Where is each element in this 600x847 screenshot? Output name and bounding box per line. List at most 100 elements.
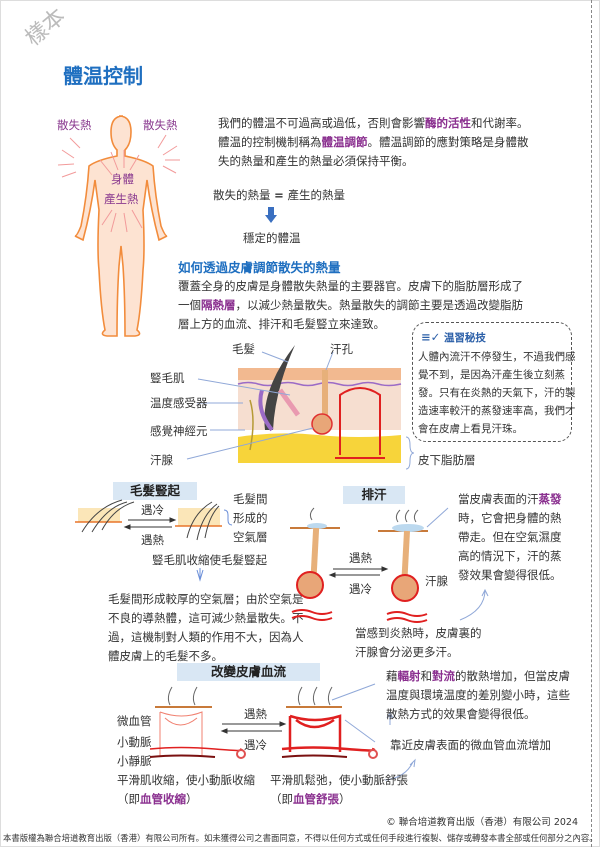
sweat-cold-label: 遇冷 xyxy=(349,582,372,596)
text: 發。只有在炎熱的天氣下，汗的製 xyxy=(418,387,576,399)
text: 温度與環境温度的差別變小時，這些 xyxy=(386,688,570,702)
heat-produced: 產生的熱量 xyxy=(287,188,345,202)
text: 當皮膚表面的汗 xyxy=(458,492,539,506)
text: 不良的導熱體，這可減少熱量散失。不 xyxy=(108,611,304,625)
tip-body: 人體內流汗不停發生，不過我們感 覺不到，是因為汗產生後立刻蒸 發。只有在炎熱的天… xyxy=(418,348,576,438)
text: 發效果會變得很低。 xyxy=(458,568,562,582)
capillary-label: 微血管 xyxy=(117,714,152,728)
label-erector-muscle: 豎毛肌 xyxy=(150,371,185,385)
label-sensory-neuron: 感覺神經元 xyxy=(150,424,208,438)
heat-lost: 散失的熱量 xyxy=(213,188,271,202)
equation: 散失的熱量 = 產生的熱量 xyxy=(213,186,345,205)
text: 平滑肌收縮，使小動脈收縮 xyxy=(117,773,255,787)
hair-erect-explanation: 毛髮間形成較厚的空氣層；由於空氣是 不良的導熱體，這可減少熱量散失。不 過，這機… xyxy=(108,590,304,666)
venule-label: 小靜脈 xyxy=(117,754,152,768)
blood-cold-label: 遇冷 xyxy=(244,738,267,752)
human-body-illustration xyxy=(57,115,180,337)
text: 層上方的血流、排汗和毛髮豎立來達致。 xyxy=(178,317,385,331)
text: 形成的 xyxy=(233,511,268,525)
copyright: © 聯合培道教育出版（香港）有限公司 2024 xyxy=(386,817,578,828)
text: 一個 xyxy=(178,298,201,312)
skin-paragraph: 覆蓋全身的皮膚是身體散失熱量的主要器官。皮膚下的脂肪層形成了 一個隔熱層，以減少… xyxy=(178,277,523,334)
text: 和 xyxy=(420,669,433,683)
tip-title: 温習秘技 xyxy=(443,332,486,344)
sweat-hot-label: 遇熱 xyxy=(349,551,372,565)
label-sweat-gland: 汗腺 xyxy=(150,453,173,467)
hair-cold-label: 遇冷 xyxy=(141,503,164,517)
text: （即 xyxy=(117,792,140,806)
keyword-vasoconstriction: 血管收縮 xyxy=(140,792,186,806)
text: 空氣層 xyxy=(233,530,268,544)
copyright-notice: 本書版權為聯合培道教育出版（香港）有限公司所有。如未獲得公司之書面同意，不得以任… xyxy=(3,833,598,843)
text: ） xyxy=(186,792,198,806)
capillary-flow-increase: 靠近皮膚表面的微血管血流增加 xyxy=(390,738,551,752)
page-edge-dashed-line xyxy=(591,0,592,847)
text: 的散熱增加，但當皮膚 xyxy=(455,669,570,683)
text: 人體內流汗不停發生，不過我們感 xyxy=(418,351,576,363)
hair-erect-caption: 豎毛肌收縮使毛髮豎起 xyxy=(152,553,267,567)
page-title: 體温控制 xyxy=(63,64,143,88)
text: 當感到炎熱時，皮膚裏的 xyxy=(355,626,482,640)
text: （即 xyxy=(270,792,293,806)
section-heading-hair-erect: 毛髮豎起 xyxy=(113,482,197,500)
text: 帶走。但在空氣濕度 xyxy=(458,530,562,544)
text: 我們的體温不可過高或過低，否則會影響 xyxy=(218,116,425,130)
keyword-vasodilation: 血管舒張 xyxy=(293,792,339,806)
intro-paragraph: 我們的體温不可過高或過低，否則會影響酶的活性和代謝率。 體温的控制機制稱為體温調… xyxy=(218,114,529,171)
text: 。體温調節的應對策略是身體散 xyxy=(367,135,529,149)
text: 覺不到，是因為汗產生後立刻蒸 xyxy=(418,369,565,381)
air-layer-label: 毛髮間 形成的 空氣層 xyxy=(233,490,268,547)
body-heat-label-1: 身體 xyxy=(111,172,134,186)
down-arrow-icon xyxy=(265,207,277,223)
section-heading-skin: 如何透過皮膚調節散失的熱量 xyxy=(178,260,341,275)
label-fat-layer: 皮下脂肪層 xyxy=(418,453,476,467)
body-heat-label-2: 產生熱 xyxy=(104,192,139,206)
text: 高的情況下，汗的蒸 xyxy=(458,549,562,563)
keyword-evaporation: 蒸發 xyxy=(538,492,562,506)
text: 毛髮間 xyxy=(233,492,268,506)
text: 過，這機制對人類的作用不大，因為人 xyxy=(108,630,304,644)
text: 時，它會把身體的熱 xyxy=(458,511,562,525)
text: 體温的控制機制稱為 xyxy=(218,135,322,149)
equals-sign: = xyxy=(274,188,284,202)
stable-temperature: 穩定的體温 xyxy=(243,231,301,245)
study-tip-box: ≡✓ 温習秘技 人體內流汗不停發生，不過我們感 覺不到，是因為汗產生後立刻蒸 發… xyxy=(412,322,576,442)
text: ，以減少熱量散失。熱量散失的調節主要是透過改變脂肪 xyxy=(235,298,524,312)
text: 會在皮膚上看見汗珠。 xyxy=(418,423,523,435)
text: 毛髮間形成較厚的空氣層；由於空氣是 xyxy=(108,592,304,606)
text: 藉 xyxy=(386,669,398,683)
heat-loss-label-right: 散失熱 xyxy=(143,118,178,132)
keyword-thermoregulation: 體温調節 xyxy=(321,135,368,149)
text: 失的熱量和產生的熱量必須保持平衡。 xyxy=(218,154,414,168)
keyword-insulation-layer: 隔熱層 xyxy=(201,298,236,312)
checkmark-icon: ≡✓ xyxy=(421,330,441,344)
vasoconstriction-caption: 平滑肌收縮，使小動脈收縮 （即血管收縮） xyxy=(117,771,255,809)
evaporation-explanation: 當皮膚表面的汗蒸發 時，它會把身體的熱 帶走。但在空氣濕度 高的情況下，汗的蒸 … xyxy=(458,490,562,585)
keyword-enzyme-activity: 酶的活性 xyxy=(425,116,471,130)
text: 和代謝率。 xyxy=(471,116,529,130)
text: 散熱方式的效果會變得很低。 xyxy=(386,707,536,721)
heat-loss-label-left: 散失熱 xyxy=(57,118,92,132)
label-pore: 汗孔 xyxy=(330,342,353,356)
radiation-convection-explanation: 藉輻射和對流的散熱增加，但當皮膚 温度與環境温度的差別變小時，這些 散熱方式的效… xyxy=(386,667,570,724)
arteriole-label: 小動脈 xyxy=(117,735,152,749)
keyword-radiation: 輻射 xyxy=(397,669,421,683)
sweat-gland-label: 汗腺 xyxy=(425,574,448,588)
section-heading-sweating: 排汗 xyxy=(343,486,405,504)
blood-hot-label: 遇熱 xyxy=(244,707,267,721)
text: 覆蓋全身的皮膚是身體散失熱量的主要器官。皮膚下的脂肪層形成了 xyxy=(178,279,523,293)
text: 平滑肌鬆弛，使小動脈舒張 xyxy=(270,773,408,787)
text: 汗腺會分泌更多汗。 xyxy=(355,645,459,659)
text: 體皮膚上的毛髮不多。 xyxy=(108,649,223,663)
text: ） xyxy=(339,792,351,806)
label-hair: 毛髮 xyxy=(232,342,255,356)
keyword-convection: 對流 xyxy=(432,669,455,683)
vasodilation-caption: 平滑肌鬆弛，使小動脈舒張 （即血管舒張） xyxy=(270,771,408,809)
text: 造速率較汗的蒸發速率高，我們才 xyxy=(418,405,576,417)
label-thermoreceptor: 温度感受器 xyxy=(150,396,208,410)
hair-hot-label: 遇熱 xyxy=(141,533,164,547)
